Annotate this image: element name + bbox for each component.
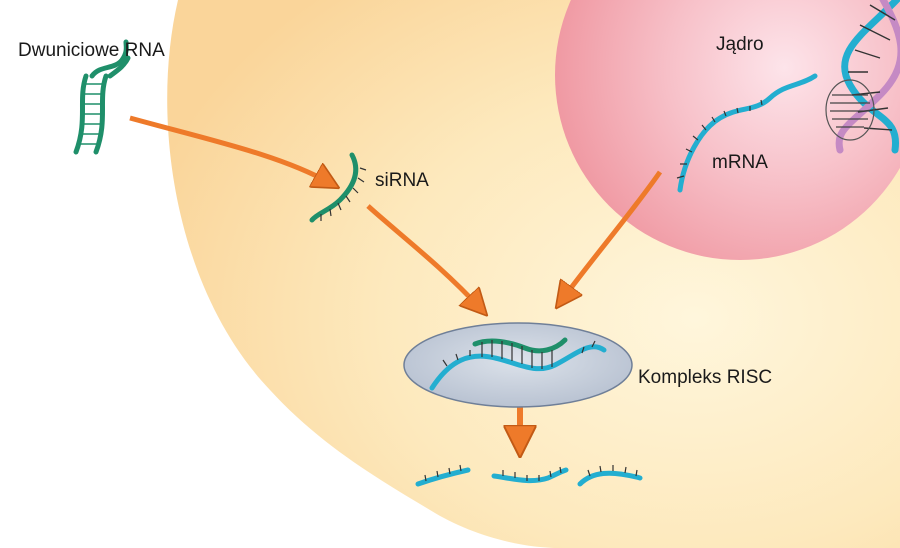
arrow-sirna-to-risc bbox=[366, 204, 480, 308]
label-nucleus: Jądro bbox=[716, 34, 764, 55]
dsrna-molecule-icon bbox=[73, 39, 131, 155]
mrna-molecule-icon bbox=[676, 73, 818, 193]
dna-helix-icon bbox=[825, 0, 900, 154]
mrna-fragments-icon bbox=[415, 464, 643, 487]
arrow-mrna-to-risc bbox=[562, 170, 663, 300]
label-dsrna: Dwuniciowe RNA bbox=[18, 40, 165, 61]
label-risc-complex: Kompleks RISC bbox=[638, 367, 772, 388]
risc-complex-icon bbox=[403, 322, 633, 408]
label-mrna: mRNA bbox=[712, 152, 768, 173]
label-sirna: siRNA bbox=[375, 170, 429, 191]
arrow-dsrna-to-sirna bbox=[129, 115, 330, 183]
sirna-molecule-icon bbox=[309, 152, 367, 223]
